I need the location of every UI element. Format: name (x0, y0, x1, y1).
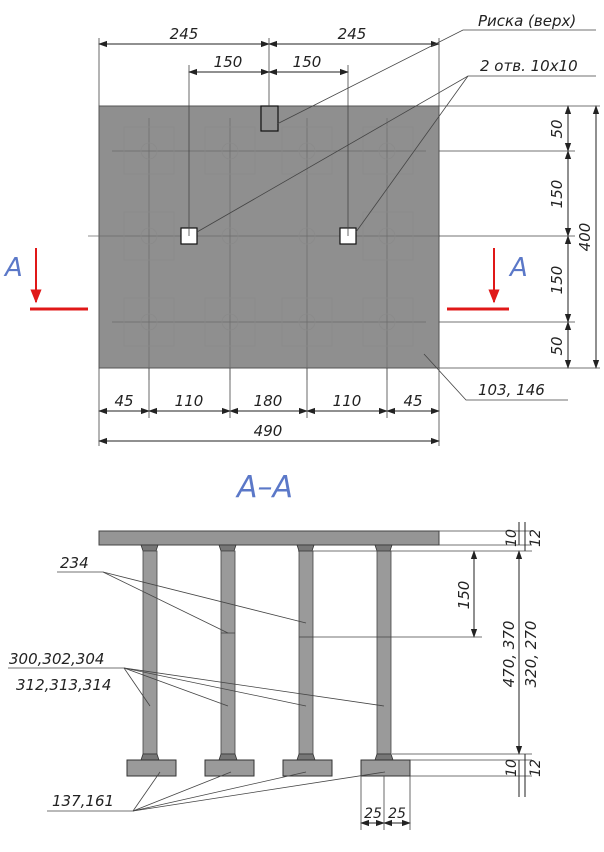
callout-holes: 2 отв. 10х10 (480, 57, 578, 75)
post-1 (126, 544, 177, 777)
label-posts-1: 300,302,304 (9, 650, 104, 668)
sec-dim-len2: 320, 270 (522, 621, 540, 688)
dim-right-2: 150 (548, 180, 566, 209)
dim-right-1: 50 (548, 119, 566, 138)
dim-inner-left: 150 (214, 53, 243, 71)
callout-plate: 103, 146 (478, 381, 545, 399)
plan-right-dimensions: 50 150 150 50 400 (439, 105, 600, 369)
dim-bottom-1: 45 (114, 392, 133, 410)
label-pads: 137,161 (52, 792, 114, 810)
section-top-plate (98, 530, 440, 546)
dim-bottom-5: 45 (403, 392, 422, 410)
section-right-dimensions: 10 12 150 470, 370 320, 270 10 12 (298, 522, 544, 797)
top-mark (260, 105, 279, 132)
plan-center-lines (88, 118, 440, 380)
callout-mark: Риска (верх) (478, 12, 576, 30)
post-3 (282, 544, 333, 777)
dim-bottom-4: 110 (333, 392, 362, 410)
sec-dim-len1: 470, 370 (500, 621, 518, 688)
post-2 (204, 544, 255, 777)
plan-pads (123, 126, 414, 347)
sec-dim-bot-1: 10 (504, 759, 520, 777)
post-4 (360, 544, 411, 777)
sec-dim-bottom-a: 25 (364, 806, 382, 822)
section-view: А–А (8, 470, 544, 830)
plan-top-dimensions: 245 245 150 150 (98, 25, 440, 236)
section-posts (126, 544, 411, 777)
label-weld: 234 (60, 554, 89, 572)
dim-bottom-2: 110 (175, 392, 204, 410)
sec-dim-top-2: 12 (528, 529, 544, 547)
label-posts-2: 312,313,314 (16, 676, 111, 694)
dim-right-total: 400 (576, 223, 594, 252)
sec-dim-bottom-b: 25 (388, 806, 406, 822)
base-plate (98, 105, 440, 369)
sec-dim-top-1: 10 (504, 529, 520, 547)
svg-text:А: А (508, 253, 528, 283)
dim-right-3: 150 (548, 266, 566, 295)
dim-bottom-3: 180 (254, 392, 283, 410)
sec-dim-span: 150 (455, 581, 473, 610)
section-bottom-dimensions: 25 25 (360, 776, 411, 830)
plan-callouts: Риска (верх) 2 отв. 10х10 103, 146 (196, 12, 596, 401)
dim-top-left: 245 (170, 25, 199, 43)
dim-inner-right: 150 (293, 53, 322, 71)
sec-dim-bot-2: 12 (528, 759, 544, 777)
dim-right-4: 50 (548, 336, 566, 355)
section-callouts: 234 300,302,304 312,313,314 137,161 (8, 554, 386, 812)
svg-text:А: А (3, 253, 23, 283)
dim-bottom-total: 490 (254, 422, 283, 440)
section-title: А–А (235, 470, 293, 505)
section-marker-left: А (3, 248, 88, 311)
dim-top-right: 245 (338, 25, 367, 43)
section-marker-right: А (447, 248, 528, 311)
plan-bottom-dimensions: 45 110 180 110 45 490 (98, 368, 440, 446)
plan-view: 245 245 150 150 Риска (верх) 2 отв. 10х1… (3, 12, 600, 446)
